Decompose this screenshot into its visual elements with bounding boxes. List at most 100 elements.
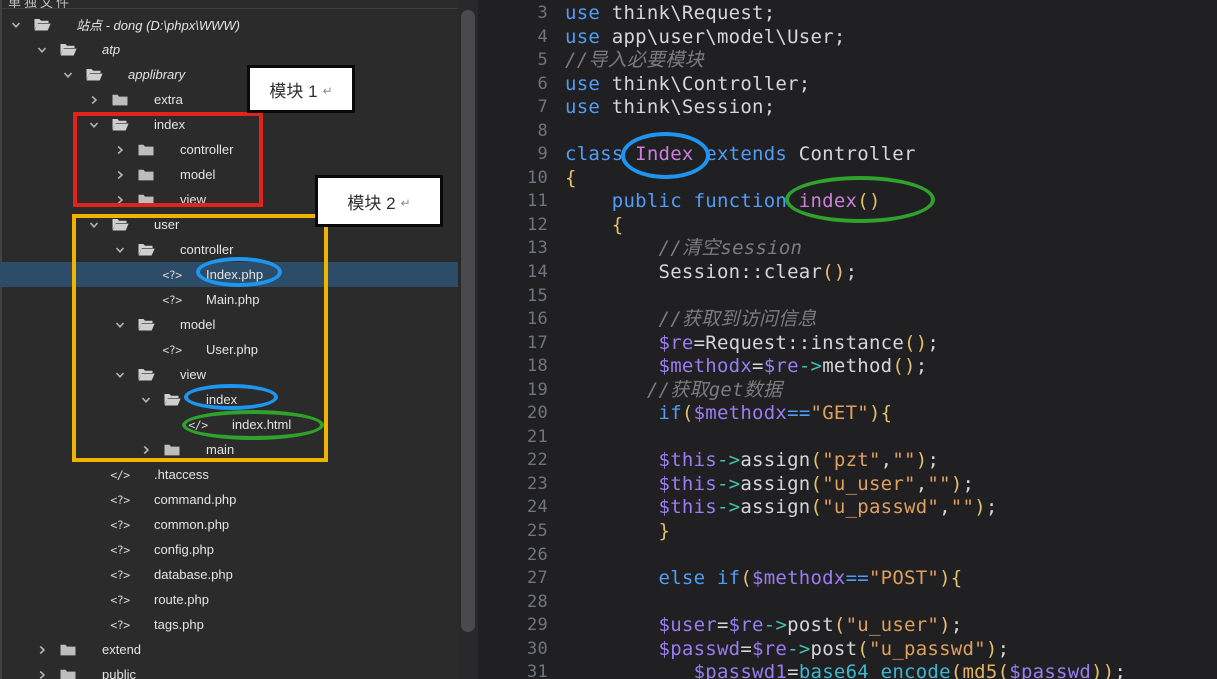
code-line-27[interactable]: 27 else if($methodx=="POST"){: [478, 567, 1217, 591]
tree-item-label: common.php: [154, 517, 230, 532]
folder-open-icon: [136, 368, 156, 381]
chevron-down-icon[interactable]: [8, 20, 24, 30]
folder-icon: [162, 444, 182, 456]
tree-item-index[interactable]: index: [0, 112, 458, 137]
code-line-15[interactable]: 15: [478, 285, 1217, 309]
line-number: 19: [527, 379, 548, 400]
code-line-21[interactable]: 21: [478, 426, 1217, 450]
tree-item-dong-d-phpx-www[interactable]: 站点 - dong (D:\phpx\WWW): [0, 12, 458, 37]
chevron-down-icon[interactable]: [138, 395, 154, 405]
tree-item-command-php[interactable]: <?>command.php: [0, 487, 458, 512]
tree-item-label: applibrary: [128, 67, 186, 82]
tree-item-tags-php[interactable]: <?>tags.php: [0, 612, 458, 637]
tree-item-main-php[interactable]: <?>Main.php: [0, 287, 458, 312]
code-line-23[interactable]: 23 $this->assign("u_user","");: [478, 473, 1217, 497]
code-line-25[interactable]: 25 }: [478, 520, 1217, 544]
tree-item-label: route.php: [154, 592, 209, 607]
tree-item-model[interactable]: model: [0, 312, 458, 337]
tree-item-user[interactable]: user: [0, 212, 458, 237]
chevron-down-icon[interactable]: [86, 220, 102, 230]
code-line-28[interactable]: 28: [478, 591, 1217, 615]
tree-item-extend[interactable]: extend: [0, 637, 458, 662]
code-line-19[interactable]: 19 //获取get数据: [478, 379, 1217, 403]
tree-item-index-html[interactable]: </>index.html: [0, 412, 458, 437]
code-line-18[interactable]: 18 $methodx=$re->method();: [478, 355, 1217, 379]
code-line-29[interactable]: 29 $user=$re->post("u_user");: [478, 614, 1217, 638]
code-line-5[interactable]: 5 //导入必要模块: [478, 49, 1217, 73]
line-number: 15: [527, 285, 548, 306]
tree-item-label: extra: [154, 92, 183, 107]
code-line-17[interactable]: 17 $re=Request::instance();: [478, 332, 1217, 356]
tree-item-config-php[interactable]: <?>config.php: [0, 537, 458, 562]
tree-item-public[interactable]: public: [0, 662, 458, 679]
chevron-right-icon[interactable]: [112, 195, 128, 205]
tree-item-controller[interactable]: controller: [0, 137, 458, 162]
code-line-11[interactable]: 11 public function index(): [478, 190, 1217, 214]
code-text: $this->assign("u_passwd","");: [658, 496, 998, 519]
chevron-down-icon[interactable]: [112, 245, 128, 255]
chevron-right-icon[interactable]: [112, 170, 128, 180]
code-line-12[interactable]: 12 {: [478, 214, 1217, 238]
php-file-icon: <?>: [162, 267, 182, 282]
tree-item-view[interactable]: view: [0, 362, 458, 387]
code-text: {: [565, 166, 577, 189]
chevron-right-icon[interactable]: [34, 670, 50, 679]
chevron-right-icon[interactable]: [34, 645, 50, 655]
code-line-8[interactable]: 8: [478, 120, 1217, 144]
code-line-13[interactable]: 13 //清空session: [478, 237, 1217, 261]
code-text: }: [658, 520, 671, 543]
tree-item-label: Index.php: [206, 267, 264, 282]
tree-item-controller[interactable]: controller: [0, 237, 458, 262]
chevron-right-icon[interactable]: [86, 95, 102, 105]
folder-icon: [136, 169, 156, 181]
tree-item-route-php[interactable]: <?>route.php: [0, 587, 458, 612]
tree-item-label: User.php: [206, 342, 259, 357]
line-number: 5: [537, 50, 548, 71]
chevron-down-icon[interactable]: [86, 120, 102, 130]
code-line-30[interactable]: 30 $passwd=$re->post("u_passwd");: [478, 638, 1217, 662]
folder-icon: [110, 94, 130, 106]
sidebar-scrollbar[interactable]: [458, 0, 478, 679]
line-number: 3: [537, 3, 548, 23]
code-line-24[interactable]: 24 $this->assign("u_passwd","");: [478, 496, 1217, 520]
code-text: //导入必要模块: [565, 49, 704, 72]
code-line-31[interactable]: 31 $passwd1=base64_encode(md5($passwd));: [478, 661, 1217, 679]
tree-item-applibrary[interactable]: applibrary: [0, 62, 458, 87]
tree-item-database-php[interactable]: <?>database.php: [0, 562, 458, 587]
markup-file-icon: </>: [110, 467, 130, 482]
chevron-down-icon[interactable]: [112, 370, 128, 380]
php-file-icon: <?>: [110, 542, 130, 557]
module1-callout-box: 模块 1 ↵: [247, 65, 355, 113]
tree-item-main[interactable]: main: [0, 437, 458, 462]
code-line-22[interactable]: 22 $this->assign("pzt","");: [478, 449, 1217, 473]
tree-item-extra[interactable]: extra: [0, 87, 458, 112]
chevron-down-icon[interactable]: [34, 45, 50, 55]
code-line-10[interactable]: 10{: [478, 167, 1217, 191]
code-line-14[interactable]: 14 Session::clear();: [478, 261, 1217, 285]
tree-item-index[interactable]: index: [0, 387, 458, 412]
code-line-20[interactable]: 20 if($methodx=="GET"){: [478, 402, 1217, 426]
tree-item-atp[interactable]: atp: [0, 37, 458, 62]
tree-item-model[interactable]: model: [0, 162, 458, 187]
sidebar-scrollbar-thumb[interactable]: [461, 10, 475, 632]
tree-item-htaccess[interactable]: </> .htaccess: [0, 462, 458, 487]
tree-item-index-php[interactable]: <?> Index.php: [0, 262, 458, 287]
tree-item-common-php[interactable]: <?>common.php: [0, 512, 458, 537]
tree-item-label: .htaccess: [154, 467, 209, 482]
tree-item-user-php[interactable]: <?>User.php: [0, 337, 458, 362]
code-text: {: [611, 213, 624, 236]
code-line-26[interactable]: 26: [478, 544, 1217, 568]
markup-file-icon: </>: [188, 417, 208, 432]
code-line-16[interactable]: 16 //获取到访问信息: [478, 308, 1217, 332]
chevron-right-icon[interactable]: [138, 445, 154, 455]
chevron-down-icon[interactable]: [112, 320, 128, 330]
code-text: class Index extends Controller: [565, 143, 916, 166]
chevron-down-icon[interactable]: [60, 70, 76, 80]
chevron-right-icon[interactable]: [112, 145, 128, 155]
